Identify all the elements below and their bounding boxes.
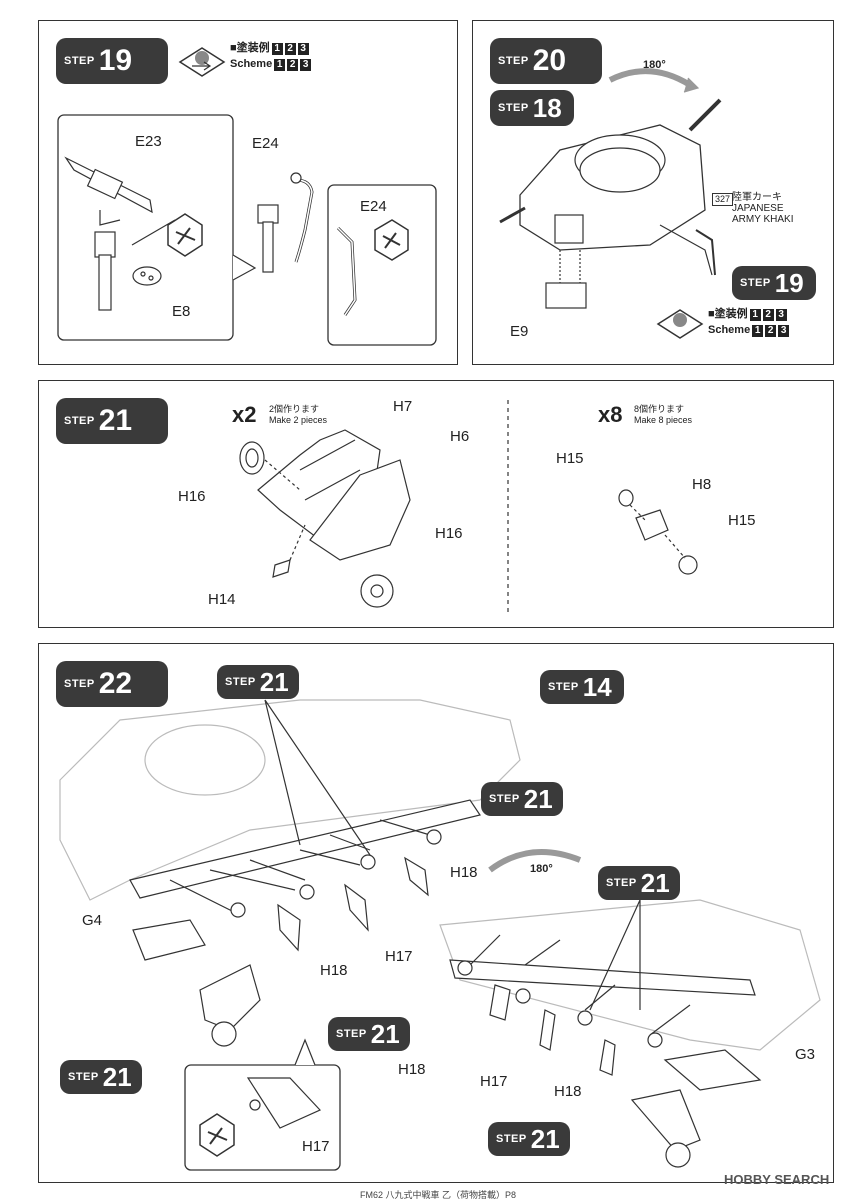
paint-jp: 陸軍カーキ [732, 192, 782, 203]
note-en: Make 8 pieces [634, 415, 693, 425]
part-h18-b: H18 [320, 962, 348, 979]
step-ref-number: 21 [370, 1019, 400, 1049]
rotate-180: 180° [643, 59, 666, 71]
step-word: STEP [64, 415, 95, 427]
scheme-1b: 1 [274, 59, 286, 71]
scheme-3b: 3 [300, 59, 312, 71]
step-word: STEP [68, 1071, 99, 1083]
part-g4: G4 [82, 912, 103, 929]
step-word: STEP [489, 793, 520, 805]
part-h6: H6 [450, 428, 470, 445]
part-h17-c: H17 [302, 1138, 330, 1155]
paint-code: 327 [712, 193, 734, 206]
step-word: STEP [496, 1133, 527, 1145]
part-h8: H8 [692, 476, 712, 493]
step21-panel [38, 380, 834, 628]
scheme-2b: 2 [765, 325, 777, 337]
part-h18-d: H18 [554, 1083, 582, 1100]
watermark: HOBBY SEARCH [724, 1172, 830, 1187]
part-h16-a: H16 [178, 488, 206, 505]
scheme-3b: 3 [778, 325, 790, 337]
step-ref-number: 21 [640, 868, 670, 898]
step-word: STEP [498, 55, 529, 67]
part-e9: E9 [510, 323, 529, 340]
step-number: 22 [98, 667, 133, 700]
step-ref-number: 21 [530, 1124, 560, 1154]
step-ref-number: 21 [259, 667, 289, 697]
step-ref-number: 14 [582, 672, 612, 702]
scheme-en: Scheme [230, 58, 273, 70]
step-ref-number: 21 [102, 1062, 132, 1092]
part-h17-b: H17 [480, 1073, 508, 1090]
part-h15-b: H15 [728, 512, 756, 529]
scheme-3: 3 [775, 309, 787, 321]
scheme-2: 2 [762, 309, 774, 321]
step-number: 19 [98, 44, 133, 77]
scheme-en: Scheme [708, 324, 751, 336]
note-make-2: 2個作ります Make 2 pieces [269, 404, 327, 426]
part-e23: E23 [135, 133, 162, 150]
step-number: 21 [98, 404, 133, 437]
step-word: STEP [64, 55, 95, 67]
part-h16-b: H16 [435, 525, 463, 542]
rotate-180-b: 180° [530, 863, 553, 875]
note-jp: 2個作ります [269, 404, 320, 414]
step-word: STEP [740, 277, 771, 289]
step-ref-number: 18 [532, 93, 562, 123]
ref-step19: STEP 19 [732, 266, 816, 300]
part-g3: G3 [795, 1046, 816, 1063]
scheme-jp: ■塗装例 [230, 42, 270, 54]
part-h7: H7 [393, 398, 413, 415]
step-word: STEP [64, 678, 95, 690]
scheme-1: 1 [271, 43, 283, 55]
scheme-2b: 2 [287, 59, 299, 71]
scheme-1b: 1 [752, 325, 764, 337]
note-en: Make 2 pieces [269, 415, 328, 425]
part-h18-c: H18 [398, 1061, 426, 1078]
step22-badge: STEP 22 [56, 661, 168, 707]
part-e24-a: E24 [252, 135, 279, 152]
paint-en1: JAPANESE [732, 203, 784, 214]
note-make-8: 8個作ります Make 8 pieces [634, 404, 692, 426]
scheme-jp: ■塗装例 [708, 308, 748, 320]
paint-en2: ARMY KHAKI [732, 214, 794, 225]
step20-badge: STEP 20 [490, 38, 602, 84]
step-ref-number: 19 [774, 268, 804, 298]
scheme-1: 1 [749, 309, 761, 321]
scheme-2: 2 [284, 43, 296, 55]
step-word: STEP [606, 877, 637, 889]
multiplier-x8: x8 [598, 402, 623, 427]
note-jp: 8個作ります [634, 404, 685, 414]
part-e8: E8 [172, 303, 191, 320]
scheme-3: 3 [297, 43, 309, 55]
step-word: STEP [225, 676, 256, 688]
paint-name: 陸軍カーキ JAPANESE ARMY KHAKI [732, 192, 794, 225]
page-footer: FM62 八九式中戦車 乙（荷物搭載）P8 [360, 1190, 517, 1200]
part-h18-a: H18 [450, 864, 478, 881]
part-h15-a: H15 [556, 450, 584, 467]
ref-step18: STEP 18 [490, 90, 574, 126]
part-h14: H14 [208, 591, 236, 608]
multiplier-x2: x2 [232, 402, 257, 427]
step-word: STEP [498, 102, 529, 114]
step-word: STEP [548, 681, 579, 693]
step-ref-number: 21 [523, 784, 553, 814]
step-number: 20 [532, 44, 567, 77]
part-h17-a: H17 [385, 948, 413, 965]
step19-badge: STEP 19 [56, 38, 168, 84]
step-word: STEP [336, 1028, 367, 1040]
step21-badge: STEP 21 [56, 398, 168, 444]
part-e24-b: E24 [360, 198, 387, 215]
